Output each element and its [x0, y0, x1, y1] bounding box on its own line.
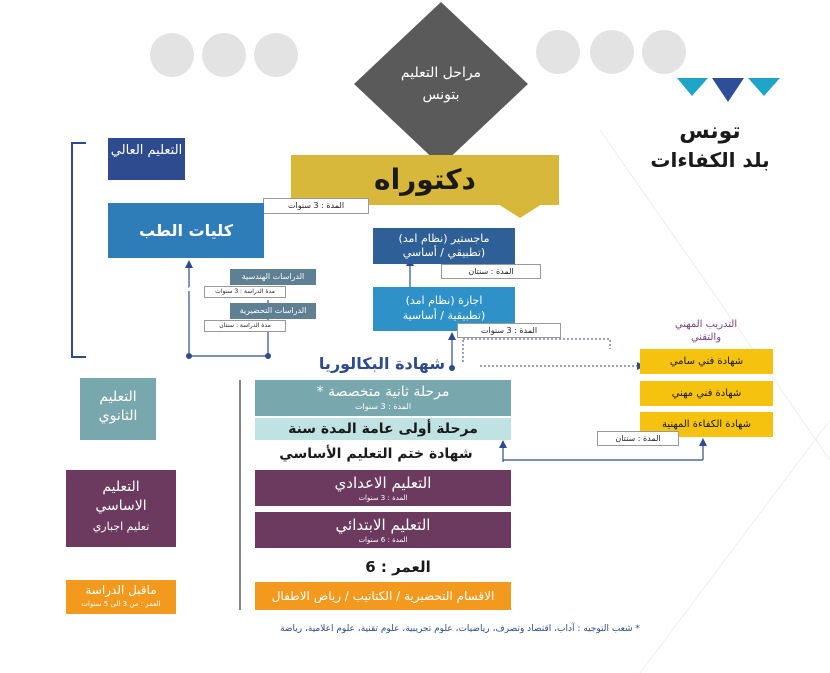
world-map-left: [150, 33, 298, 77]
specialized-stage-label: مرحلة ثانية متخصصة *: [316, 384, 450, 400]
technician-label: شهادة فني مهني: [671, 388, 742, 399]
general-stage-box: مرحلة أولى عامة المدة سنة: [255, 418, 511, 440]
preparatory-studies-label: الدراسات التحضيرية: [239, 306, 307, 315]
level-higher-education: التعليم العالي: [108, 138, 185, 180]
diagram-title-line1: مراحل التعليم: [400, 65, 482, 81]
level-secondary-label: التعليم الثانوي: [98, 389, 138, 424]
vocational-duration: المدة : سنتان: [597, 431, 679, 446]
brand-line1: تونس: [679, 119, 741, 144]
general-stage-label: مرحلة أولى عامة المدة سنة: [288, 421, 478, 437]
preparatory-education-duration: المدة : 3 سنوات: [358, 494, 408, 502]
world-map-right: [536, 30, 686, 74]
level-preschool-sub: العمر : من 3 الى 5 سنوات: [81, 600, 161, 608]
doctorate-box: دكتوراه: [291, 155, 559, 205]
senior-technician-label: شهادة فني سامي: [669, 356, 744, 367]
preparatory-studies-box: الدراسات التحضيرية: [230, 303, 316, 319]
master-box: ماجستير (نظام امد) (تطبيقي / أساسي: [373, 228, 515, 264]
preparatory-education-label: التعليم الاعدادي: [334, 474, 432, 492]
title-diamond: [354, 2, 528, 166]
specialized-stage-duration: المدة : 3 سنوات: [354, 402, 412, 411]
primary-education-label: التعليم الابتدائي: [335, 516, 431, 534]
medicine-box: كليات الطب والصيدلة: [108, 203, 264, 295]
medicine-label: كليات الطب والصيدلة: [138, 221, 234, 295]
level-basic-label: التعليم الاساسي: [95, 479, 147, 514]
license-line2: (تطبيقية / أساسية: [402, 309, 486, 322]
license-box: اجازة (نظام امد) (تطبيقية / أساسية: [373, 287, 515, 331]
level-preschool: ماقبل الدراسة العمر : من 3 الى 5 سنوات: [66, 580, 176, 614]
engineering-box: الدراسات الهندسية: [230, 269, 316, 285]
footnote: * شعب التوجيه : آداب، اقتصاد وتصرف، رياض…: [280, 624, 640, 634]
primary-education-duration: المدة : 6 سنوات: [358, 536, 408, 544]
bac-certificate: شهادة البكالوريا: [318, 354, 446, 373]
engineering-duration: مدة الدراسة : 3 سنوات: [204, 286, 286, 298]
vocational-title: التدريب المهني والتقني: [660, 318, 752, 344]
vocational-title-line2: والتقني: [690, 332, 722, 343]
preparatory-studies-duration: مدة الدراسة : سنتان: [204, 320, 286, 332]
master-line2: (تطبيقي / أساسي: [402, 246, 486, 259]
preschool-classes-label: الاقسام التحضيرية / الكتاتيب / رياض الاط…: [271, 589, 495, 603]
diagram-title: مراحل التعليم بتونس: [380, 62, 502, 106]
brand-text: تونس بلد الكفاءات: [640, 118, 780, 174]
diagram-title-line2: بتونس: [422, 87, 460, 103]
triangles-logo-icon: [677, 78, 780, 102]
doctorate-duration: المدة : 3 سنوات: [263, 198, 369, 214]
primary-education-box: التعليم الابتدائي المدة : 6 سنوات: [255, 512, 511, 548]
brand-line2: بلد الكفاءات: [650, 148, 770, 172]
vocational-title-line1: التدريب المهني: [674, 319, 738, 330]
senior-technician-box: شهادة فني سامي: [640, 349, 773, 374]
specialized-stage-box: مرحلة ثانية متخصصة * المدة : 3 سنوات: [255, 380, 511, 416]
level-secondary-education: التعليم الثانوي: [80, 378, 156, 440]
license-duration: المدة : 3 سنوات: [457, 323, 561, 338]
master-line1: ماجستير (نظام امد): [398, 232, 490, 245]
engineering-label: الدراسات الهندسية: [241, 272, 305, 281]
technician-box: شهادة فني مهني: [640, 381, 773, 406]
level-higher-label: التعليم العالي: [110, 143, 183, 158]
doctorate-label: دكتوراه: [374, 163, 476, 196]
preparatory-education-box: التعليم الاعدادي المدة : 3 سنوات: [255, 470, 511, 506]
level-basic-education: التعليم الاساسي تعليم اجباري: [66, 470, 176, 547]
master-duration: المدة : سنتان: [441, 264, 541, 279]
preschool-classes-box: الاقسام التحضيرية / الكتاتيب / رياض الاط…: [255, 582, 511, 610]
license-line1: اجازة (نظام امد): [405, 294, 483, 307]
competency-label: شهادة الكفاءة المهنية: [661, 419, 752, 430]
basic-certificate: شهادة ختم التعليم الأساسي: [279, 446, 473, 462]
level-basic-sub: تعليم اجباري: [92, 520, 150, 533]
level-preschool-label: ماقبل الدراسة: [85, 583, 157, 597]
